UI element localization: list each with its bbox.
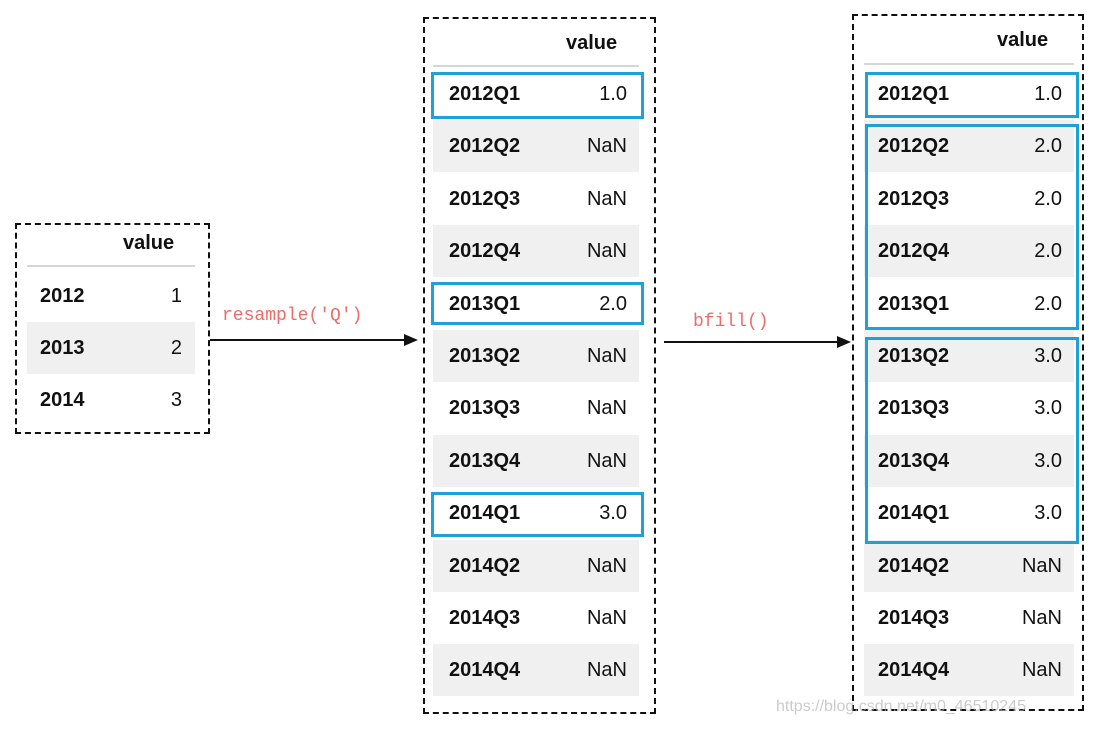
- row-index-label: 2014: [40, 389, 85, 411]
- row-index-label: 2014Q4: [878, 659, 950, 681]
- row-index-label: 2014Q4: [449, 659, 521, 681]
- table-row: 2014Q2 NaN: [864, 540, 1074, 592]
- backfilled-table-header: value: [997, 29, 1049, 51]
- table-row: 2012Q3 NaN: [433, 173, 639, 225]
- row-index-label: 2014Q1: [878, 502, 950, 524]
- row-value: 2.0: [599, 293, 627, 315]
- table-row: 2014Q3 NaN: [864, 592, 1074, 644]
- table-row: 2012Q3 2.0: [864, 173, 1074, 225]
- table-row: 2012 1: [27, 270, 195, 322]
- row-index-label: 2013Q2: [878, 345, 950, 367]
- backfilled-table-header-rule: [864, 63, 1074, 65]
- row-value: 1: [170, 285, 182, 307]
- row-index-label: 2012Q2: [449, 135, 521, 157]
- row-value: 3: [170, 389, 182, 411]
- row-index-label: 2014Q1: [449, 502, 521, 524]
- row-value: 3.0: [599, 502, 627, 524]
- row-value: 2.0: [1034, 293, 1062, 315]
- table-row: 2012Q2 2.0: [864, 120, 1074, 172]
- table-row: 2014Q1 3.0: [433, 487, 639, 539]
- row-value: 3.0: [1034, 345, 1062, 367]
- row-index-label: 2013Q3: [449, 397, 521, 419]
- table-row: 2013 2: [27, 322, 195, 374]
- table-row: 2012Q1 1.0: [864, 68, 1074, 120]
- row-value: 2: [170, 337, 182, 359]
- table-row: 2013Q2 3.0: [864, 330, 1074, 382]
- table-row: 2013Q4 NaN: [433, 435, 639, 487]
- row-index-label: 2013: [40, 337, 85, 359]
- bfill-operation-label: bfill(): [693, 312, 769, 332]
- table-row: 2012Q1 1.0: [433, 68, 639, 120]
- row-index-label: 2012Q4: [449, 240, 521, 262]
- row-value: NaN: [586, 240, 627, 262]
- table-row: 2012Q4 NaN: [433, 225, 639, 277]
- row-value: NaN: [1021, 607, 1062, 629]
- table-row: 2013Q4 3.0: [864, 435, 1074, 487]
- row-value: NaN: [1021, 659, 1062, 681]
- annual-table-header-rule: [27, 265, 195, 267]
- row-index-label: 2013Q4: [449, 450, 521, 472]
- row-index-label: 2013Q1: [449, 293, 521, 315]
- resample-operation-label: resample('Q'): [222, 306, 363, 326]
- row-value: NaN: [1021, 555, 1062, 577]
- row-value: 3.0: [1034, 397, 1062, 419]
- row-index-label: 2012Q3: [449, 188, 521, 210]
- row-index-label: 2014Q3: [449, 607, 521, 629]
- row-value: NaN: [586, 607, 627, 629]
- row-value: 1.0: [599, 83, 627, 105]
- table-row: 2014Q2 NaN: [433, 540, 639, 592]
- table-row: 2013Q1 2.0: [864, 278, 1074, 330]
- row-index-label: 2012Q1: [449, 83, 521, 105]
- table-row: 2014Q4 NaN: [864, 644, 1074, 696]
- table-row: 2013Q3 3.0: [864, 382, 1074, 434]
- row-value: 2.0: [1034, 135, 1062, 157]
- row-value: NaN: [586, 135, 627, 157]
- bfill-arrow: [664, 336, 851, 348]
- row-value: NaN: [586, 555, 627, 577]
- resampled-table-frame: [423, 17, 656, 714]
- backfilled-table-frame: [852, 14, 1084, 711]
- row-index-label: 2012Q3: [878, 188, 950, 210]
- row-index-label: 2013Q1: [878, 293, 950, 315]
- row-value: 2.0: [1034, 188, 1062, 210]
- row-index-label: 2014Q2: [878, 555, 950, 577]
- watermark-text: https://blog.csdn.net/m0_46510245: [776, 698, 1026, 715]
- row-index-label: 2014Q3: [878, 607, 950, 629]
- row-value: 3.0: [1034, 502, 1062, 524]
- row-index-label: 2012Q1: [878, 83, 950, 105]
- row-index-label: 2012: [40, 285, 85, 307]
- table-row: 2013Q1 2.0: [433, 278, 639, 330]
- row-value: 3.0: [1034, 450, 1062, 472]
- row-value: NaN: [586, 659, 627, 681]
- table-row: 2014 3: [27, 374, 195, 426]
- row-index-label: 2013Q4: [878, 450, 950, 472]
- table-row: 2014Q3 NaN: [433, 592, 639, 644]
- table-row: 2013Q2 NaN: [433, 330, 639, 382]
- table-row: 2013Q3 NaN: [433, 382, 639, 434]
- resampled-table-header-rule: [433, 65, 639, 67]
- row-value: 2.0: [1034, 240, 1062, 262]
- annual-table-frame: [15, 223, 210, 434]
- table-row: 2014Q1 3.0: [864, 487, 1074, 539]
- row-value: 1.0: [1034, 83, 1062, 105]
- resample-arrow: [210, 334, 418, 346]
- row-index-label: 2013Q3: [878, 397, 950, 419]
- table-row: 2014Q4 NaN: [433, 644, 639, 696]
- annual-table-header: value: [123, 232, 175, 254]
- row-index-label: 2012Q2: [878, 135, 950, 157]
- row-value: NaN: [586, 345, 627, 367]
- row-index-label: 2013Q2: [449, 345, 521, 367]
- resampled-table-header: value: [566, 32, 618, 54]
- table-row: 2012Q2 NaN: [433, 120, 639, 172]
- row-value: NaN: [586, 397, 627, 419]
- row-index-label: 2012Q4: [878, 240, 950, 262]
- table-row: 2012Q4 2.0: [864, 225, 1074, 277]
- row-value: NaN: [586, 188, 627, 210]
- row-value: NaN: [586, 450, 627, 472]
- row-index-label: 2014Q2: [449, 555, 521, 577]
